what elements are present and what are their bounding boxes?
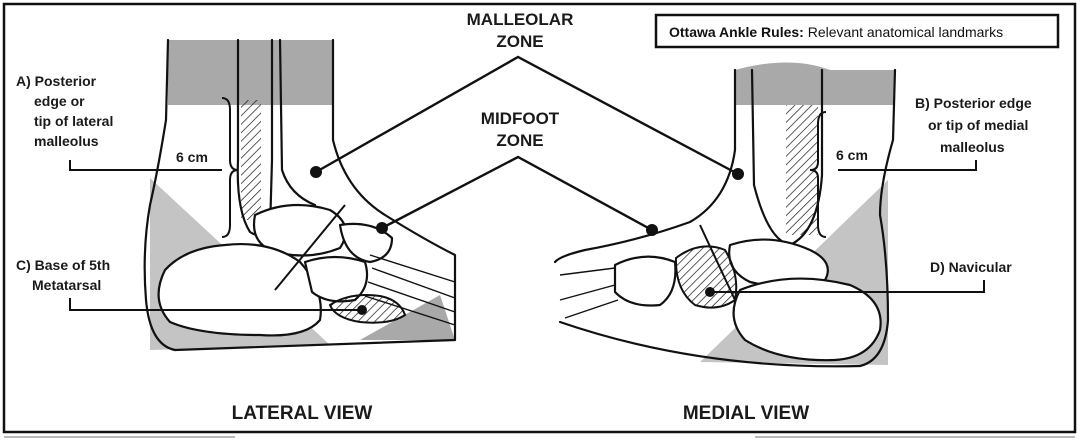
medial-6cm-bracket [809,111,827,238]
lateral-forefoot-shading [360,295,455,340]
medial-leg-shading [735,62,895,105]
lateral-leg-outline-front [331,38,457,342]
malleolar-zone-label-line1: MALLEOLAR [467,10,574,29]
figure-frame [2,2,1077,434]
medial-zone-boundary [699,224,736,301]
landmark-a-leader [69,160,222,171]
lateral-malleolar-dot [310,166,322,178]
lateral-sole [173,338,457,352]
lateral-view-illustration [143,38,457,352]
medial-view-illustration [553,62,897,368]
landmark-a-line1: A) Posterior [16,73,97,89]
midfoot-zone-label-line1: MIDFOOT [481,109,560,128]
landmark-c-line2: Metatarsal [32,277,101,293]
lateral-metatarsal-3 [367,281,456,313]
medial-leg-outline-front [553,68,737,264]
medial-calcaneus [732,277,882,362]
legend-box: Ottawa Ankle Rules: Relevant anatomical … [654,13,1060,49]
lateral-6cm-bracket [221,97,239,238]
malleolar-zone-pointer [315,55,739,176]
lateral-midfoot-dot [376,222,388,234]
medial-malleolar-dot [732,168,744,180]
medial-midfoot-dot [646,224,658,236]
lateral-fifth-metatarsal-base [328,294,407,324]
lateral-cuboid [303,255,369,303]
midfoot-zone-pointer [381,155,653,232]
medial-cuneiform [613,255,677,307]
medial-metatarsal-1 [559,267,616,276]
midfoot-zone-label-line2: ZONE [496,131,543,150]
landmark-a-line2: edge or [34,93,85,109]
lateral-metatarsal-1 [369,254,456,283]
lateral-zone-boundary [274,204,346,291]
landmark-c-leader [69,298,362,311]
medial-metatarsal-2 [559,284,616,301]
landmark-b-leader [838,160,977,171]
medial-view-caption: MEDIAL VIEW [683,403,809,424]
legend-title-bold: Ottawa Ankle Rules: [669,24,804,40]
landmark-d-dot [705,287,715,297]
landmark-c-line1: C) Base of 5th [16,257,110,273]
lateral-metatarsal-2 [371,267,456,299]
lateral-malleolus-hatch [241,100,261,220]
lateral-leg-outline-back [143,38,177,352]
landmark-d-leader [710,280,985,293]
lateral-talus [252,203,347,257]
landmark-a-line4: malleolus [34,133,99,149]
landmark-c-label: C) Base of 5th Metatarsal [16,257,110,293]
medial-leg-outline-back [858,68,897,368]
malleolar-zone-label-line2: ZONE [496,32,543,51]
lateral-navicular [338,222,394,264]
landmark-d-label: D) Navicular [930,259,1012,275]
lateral-view-caption: LATERAL VIEW [232,403,373,424]
landmark-b-label: B) Posterior edge or tip of medial malle… [915,95,1032,155]
lateral-tibia [278,38,317,207]
medial-sole [558,320,862,368]
landmark-a-line3: tip of lateral [34,113,113,129]
landmark-b-line3: malleolus [940,139,1005,155]
medial-navicular [674,245,738,309]
svg-text:Ottawa Ankle Rules: Relevant a: Ottawa Ankle Rules: Relevant anatomical … [669,24,1003,40]
landmark-a-label: A) Posterior edge or tip of lateral mall… [16,73,113,149]
landmark-b-line1: B) Posterior edge [915,95,1032,111]
landmark-b-line2: or tip of medial [928,117,1028,133]
medial-6cm-label: 6 cm [836,147,868,163]
legend-title-rest: Relevant anatomical landmarks [804,24,1003,40]
lateral-calcaneus [157,243,322,337]
medial-metatarsal-3 [564,299,619,319]
landmark-c-dot [357,305,367,315]
lateral-6cm-label: 6 cm [176,149,208,165]
lateral-leg-shading [168,40,333,105]
